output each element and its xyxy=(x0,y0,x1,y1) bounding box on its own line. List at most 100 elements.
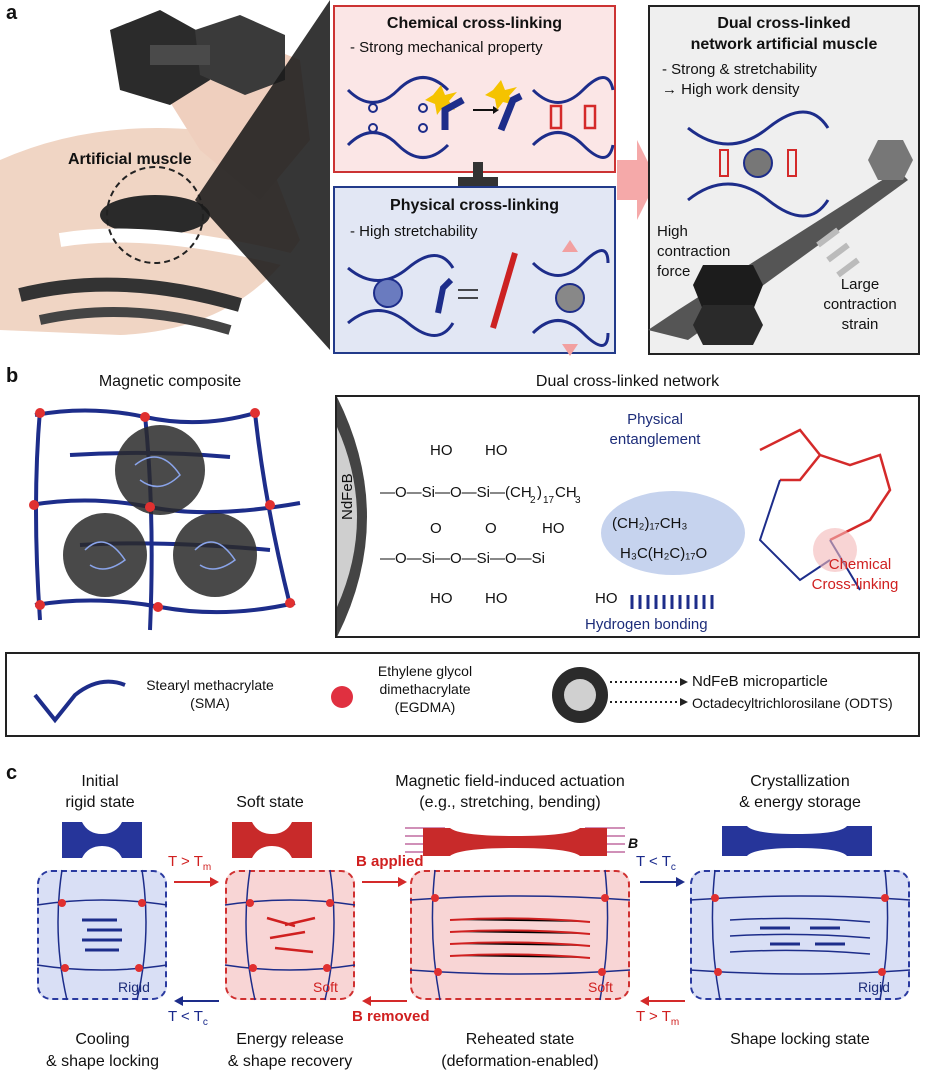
box-label-rigid-2: Rigid xyxy=(858,979,890,995)
strain-label-3: strain xyxy=(841,316,879,333)
odts-label: Octadecyltrichlorosilane (ODTS) xyxy=(692,695,893,711)
ndfeb-microparticle-icon xyxy=(552,667,608,723)
egdma-label-1: Ethylene glycol xyxy=(377,663,473,679)
svg-text:17: 17 xyxy=(543,495,555,506)
b-field-symbol: B xyxy=(628,835,639,851)
arrow-label-b-applied: B applied xyxy=(356,853,424,870)
network-locked-lines xyxy=(689,869,911,1001)
panel-letter-c: c xyxy=(6,762,18,784)
ndfeb-particle xyxy=(337,397,367,637)
strain-label-1: Large xyxy=(840,276,880,293)
force-label-2: contraction xyxy=(657,243,731,260)
legend-box xyxy=(5,652,920,737)
svg-text:HO: HO xyxy=(430,442,453,459)
state-top-1-l2: rigid state xyxy=(65,794,135,811)
state-top-1-l1: Initial xyxy=(81,773,119,790)
arrow-label-cool-1: T < Tc xyxy=(636,853,676,873)
state-top-3-l2: (e.g., stretching, bending) xyxy=(419,794,601,811)
ndfeb-microparticle-label: NdFeB microparticle xyxy=(692,673,828,690)
hydrogen-bonding-label: Hydrogen bonding xyxy=(585,616,708,633)
plus-icon xyxy=(458,162,498,202)
network-reheated-lines xyxy=(409,869,631,1001)
svg-text:HO: HO xyxy=(595,590,618,607)
arrow-left-red-1 xyxy=(640,996,685,1006)
arrow-label-b-removed: B removed xyxy=(352,1008,430,1025)
dual-desc-2: → High work density xyxy=(662,81,800,98)
entanglement-ellipse: (CH₂)₁₇CH₃ H₃C(H₂C)₁₇O xyxy=(601,491,745,575)
physical-entanglement-2: entanglement xyxy=(609,431,701,448)
svg-text:CH: CH xyxy=(555,484,577,501)
magnetic-composite-illustration xyxy=(29,408,301,631)
physical-desc: - High stretchability xyxy=(350,223,478,240)
physical-schematic xyxy=(347,240,610,356)
box-label-soft-1: Soft xyxy=(313,979,338,995)
panel-letter-b: b xyxy=(6,365,19,387)
egdma-label-3: (EGDMA) xyxy=(394,699,456,715)
ndfeb-label: NdFeB xyxy=(339,473,356,520)
chemical-crosslinking-2: Cross-linking xyxy=(811,576,899,593)
state-top-4-l1: Crystallization xyxy=(750,773,850,790)
dual-schematic xyxy=(648,110,913,345)
state-bottom-4-l1: Shape locking state xyxy=(730,1031,870,1048)
svg-text:3: 3 xyxy=(575,495,581,506)
state-bottom-2-l1: Energy release xyxy=(236,1031,344,1048)
arrow-right-blue xyxy=(640,877,685,887)
state-bottom-2-l2: & shape recovery xyxy=(227,1053,353,1070)
state-top-4-l2: & energy storage xyxy=(739,794,861,811)
svg-text:—O—Si—O—Si—(CH: —O—Si—O—Si—(CH xyxy=(380,484,532,501)
state-bottom-3-l2: (deformation-enabled) xyxy=(441,1053,599,1070)
svg-text:HO: HO xyxy=(430,590,453,607)
state-bottom-1-l2: & shape locking xyxy=(46,1053,159,1070)
arrow-label-heat-2: T > Tm xyxy=(636,1008,680,1028)
force-label-1: High xyxy=(657,223,688,240)
arrow-label-heat-1: T > Tm xyxy=(168,853,212,873)
svg-text:): ) xyxy=(537,484,542,501)
network-title: Dual cross-linked network xyxy=(535,373,720,390)
arrow-right-red-1 xyxy=(174,877,219,887)
sma-label-1: Stearyl methacrylate xyxy=(146,677,274,693)
arrow-label-cool-2: T < Tc xyxy=(168,1008,208,1028)
egdma-label-2: dimethacrylate xyxy=(379,681,471,697)
chemical-crosslinking-1: Chemical xyxy=(828,556,892,573)
legend-dotted-arrows xyxy=(610,678,688,706)
arrow-left-red-2 xyxy=(362,996,407,1006)
physical-title: Physical cross-linking xyxy=(390,197,559,214)
chemical-schematic xyxy=(346,76,615,159)
dual-title-1: Dual cross-linked xyxy=(717,15,851,32)
arm-illustration xyxy=(0,0,330,350)
svg-text:2: 2 xyxy=(530,495,536,506)
sma-icon xyxy=(33,679,126,724)
svg-text:(CH₂)₁₇CH₃: (CH₂)₁₇CH₃ xyxy=(612,515,687,532)
svg-text:O: O xyxy=(485,520,497,537)
box-label-soft-2: Soft xyxy=(588,979,613,995)
panel-letter-a: a xyxy=(6,2,18,24)
dual-crosslinked-box xyxy=(648,5,920,355)
state-top-2-l1: Soft state xyxy=(236,794,304,811)
network-box-reheated xyxy=(410,870,630,1000)
chemical-title: Chemical cross-linking xyxy=(386,15,563,32)
physical-crosslinking-box xyxy=(333,186,616,354)
state-top-3-l1: Magnetic field-induced actuation xyxy=(395,773,625,790)
box-label-rigid-1: Rigid xyxy=(118,979,150,995)
physical-entanglement-1: Physical xyxy=(627,411,683,428)
sma-label-2: (SMA) xyxy=(190,695,230,711)
force-label-3: force xyxy=(657,263,691,280)
methacrylate-structure xyxy=(758,428,892,591)
specimen-soft xyxy=(232,822,312,858)
composite-title: Magnetic composite xyxy=(98,373,242,390)
dual-desc-1: - Strong & stretchability xyxy=(662,61,818,78)
state-bottom-1-l1: Cooling xyxy=(75,1031,130,1048)
network-rigid-lines xyxy=(36,869,168,1001)
specimen-locked xyxy=(722,826,872,856)
svg-text:—O—Si—O—Si—O—Si: —O—Si—O—Si—O—Si xyxy=(380,550,545,567)
specimen-stretched xyxy=(405,827,625,856)
hydrogen-bond-dashes xyxy=(630,595,714,609)
dual-title-2: network artificial muscle xyxy=(690,36,878,53)
artificial-muscle-label: Artificial muscle xyxy=(68,151,192,168)
svg-text:O: O xyxy=(430,520,442,537)
combine-arrow xyxy=(617,140,657,220)
arrow-right-red-2 xyxy=(362,877,407,887)
chemical-desc: - Strong mechanical property xyxy=(350,39,543,56)
strain-label-2: contraction xyxy=(823,296,897,313)
